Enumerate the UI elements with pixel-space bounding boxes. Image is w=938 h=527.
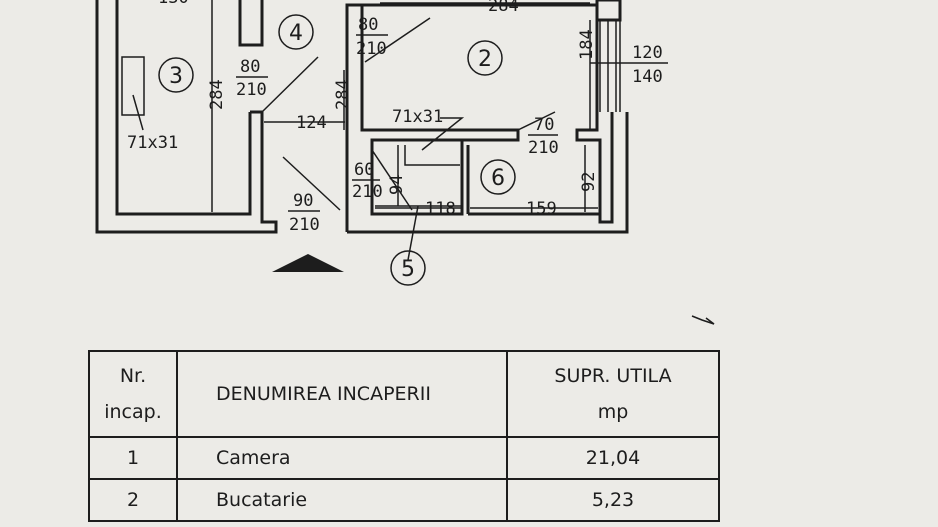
room5-fixture	[375, 145, 462, 207]
door-swing-60	[371, 149, 413, 211]
row-name: Bucatarie	[176, 478, 508, 522]
dim-130: 130	[158, 0, 189, 8]
dim-118: 118	[425, 199, 456, 219]
row-area: 21,04	[506, 436, 720, 480]
inner-wall-room3	[115, 0, 252, 216]
door-swing-80-b	[364, 17, 431, 63]
room-3-number: 3	[169, 64, 183, 89]
door-swing-80-a	[261, 56, 319, 113]
dim-210-b: 210	[356, 39, 387, 59]
wall-room6	[466, 145, 600, 216]
room-area-table: Nr. incap. DENUMIREA INCAPERII SUPR. UTI…	[88, 350, 720, 522]
header-nr: Nr. incap.	[88, 350, 178, 438]
dim-80-b: 80	[358, 15, 378, 35]
row-nr: 1	[88, 436, 178, 480]
header-room-name: DENUMIREA INCAPERII	[176, 350, 508, 438]
room-4-circle	[278, 14, 314, 50]
dim-210-e: 210	[289, 215, 320, 235]
header-area: SUPR. UTILA mp	[506, 350, 720, 438]
dim-71x31-mid: 71x31	[392, 107, 443, 127]
smudge-mark	[691, 315, 715, 325]
room-2-circle	[467, 40, 503, 76]
door-swing-70	[517, 111, 556, 131]
row-area: 5,23	[506, 478, 720, 522]
dim-92: 92	[579, 172, 599, 192]
wall-room4	[238, 0, 264, 47]
header-nr-line1: Nr.	[119, 365, 147, 387]
dim-94: 94	[387, 175, 407, 195]
header-nr-line2: incap.	[104, 401, 162, 423]
dim-71x31-left: 71x31	[127, 133, 178, 153]
room-6-circle	[480, 159, 516, 195]
door-swing-90	[282, 156, 341, 211]
header-area-line1: SUPR. UTILA	[554, 365, 672, 387]
dim-210-a: 210	[236, 80, 267, 100]
row-nr: 2	[88, 478, 178, 522]
dim-60: 60	[354, 160, 374, 180]
header-room-name-text: DENUMIREA INCAPERII	[216, 383, 431, 405]
header-area-line2: mp	[597, 401, 629, 423]
room-5-number: 5	[401, 257, 415, 282]
wall-right	[575, 0, 614, 224]
dim-120: 120	[632, 43, 663, 63]
dim-140: 140	[632, 67, 663, 87]
dim-80-a: 80	[240, 57, 260, 77]
room-2-number: 2	[478, 47, 492, 72]
dim-124: 124	[296, 113, 327, 133]
dim-184: 184	[577, 29, 597, 60]
dim-284-top: 284	[488, 0, 519, 16]
room-4-number: 4	[289, 21, 303, 46]
wall-corridor-bottom	[347, 112, 629, 234]
leader-71x31-left	[132, 94, 144, 131]
room-5-circle	[390, 250, 426, 286]
dim-210-d: 210	[352, 182, 383, 202]
row-name: Camera	[176, 436, 508, 480]
table-row: 2 Bucatarie 5,23	[88, 478, 720, 522]
window-71x31-left	[121, 56, 145, 116]
dim-284-a: 284	[207, 79, 227, 110]
table-header-row: Nr. incap. DENUMIREA INCAPERII SUPR. UTI…	[88, 350, 720, 438]
dim-70: 70	[534, 115, 554, 135]
dim-90: 90	[293, 191, 313, 211]
entrance-arrow-icon	[272, 254, 344, 272]
dim-159: 159	[526, 199, 557, 219]
room-3-circle	[158, 57, 194, 93]
dim-284-b: 284	[333, 79, 353, 110]
table-row: 1 Camera 21,04	[88, 436, 720, 480]
room-6-number: 6	[491, 166, 505, 191]
leader-71x31-mid	[421, 117, 465, 151]
dim-210-c: 210	[528, 138, 559, 158]
window-right-frame	[599, 20, 621, 112]
